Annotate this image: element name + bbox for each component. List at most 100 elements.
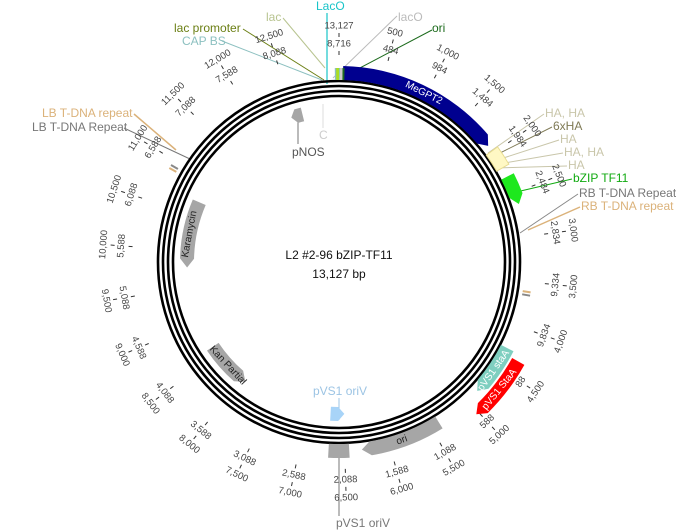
feature-ori[interactable] — [361, 416, 443, 456]
tick-mark — [130, 295, 135, 298]
tick-label: 12,500 — [254, 27, 285, 46]
t-dna-repeat-mark[interactable] — [170, 164, 179, 170]
callout-lb-repeat[interactable]: LB T-DNA repeat — [42, 106, 133, 120]
feature-bzip-tf11[interactable] — [501, 173, 523, 204]
tick-label: 2,484 — [532, 169, 551, 195]
callout-c[interactable]: C — [319, 128, 328, 142]
tick-label: 7,088 — [174, 95, 199, 120]
tick-label: 5,088 — [117, 285, 132, 310]
tick-mark — [522, 129, 527, 133]
callout-6xha[interactable]: 6xHA — [553, 119, 583, 133]
backbone-ring — [171, 94, 507, 430]
tick-label: 6,088 — [123, 182, 141, 208]
tick-mark — [169, 385, 174, 390]
callout-laco-right[interactable]: lacO — [398, 10, 423, 24]
tick-label: 1,484 — [470, 86, 495, 110]
tick-label: 9,334 — [549, 272, 562, 297]
tick-mark — [144, 343, 149, 346]
tick-label: 8,500 — [139, 391, 162, 417]
callout-rb-repeat[interactable]: RB T-DNA repeat — [581, 199, 674, 213]
feature-karamycin[interactable] — [180, 199, 206, 268]
feature-pnos[interactable] — [291, 107, 305, 123]
backbone-ring — [166, 89, 512, 435]
tick-label: 500 — [386, 26, 404, 40]
tick-mark — [239, 464, 242, 469]
feature-pvs1-staa[interactable] — [477, 344, 514, 391]
feature-pvs1-oriv[interactable] — [330, 406, 345, 421]
tick-label: 1,588 — [384, 464, 410, 481]
tick-mark — [474, 102, 479, 107]
callout-lac[interactable]: lac — [266, 10, 282, 24]
feature-kan-partial[interactable] — [206, 342, 246, 382]
tick-label: 1,000 — [435, 42, 461, 63]
callout-rb-repeat-cap[interactable]: RB T-DNA Repeat — [579, 186, 676, 200]
tick-mark — [128, 350, 133, 353]
feature-pvs1-staa[interactable] — [476, 358, 525, 415]
tick-label: 5,588 — [115, 234, 128, 259]
tick-mark — [113, 298, 118, 301]
callout-laco[interactable]: LacO — [316, 0, 345, 13]
tick-label: 6,000 — [389, 481, 415, 498]
tick-label: 3,000 — [566, 218, 580, 243]
callout-ha-ha-2[interactable]: HA, HA — [564, 145, 605, 159]
t-dna-repeat-mark[interactable] — [168, 167, 177, 173]
callout-pvs1-oriv-inner[interactable]: pVS1 oriV — [313, 384, 368, 398]
tick-label: 4,500 — [525, 379, 547, 405]
callout-lb-repeat-cap[interactable]: LB T-DNA Repeat — [32, 120, 128, 134]
plasmid-length: 13,127 bp — [312, 267, 366, 281]
tick-label: 7,500 — [224, 465, 250, 485]
tick-mark — [561, 230, 566, 233]
tick-label: 1,088 — [432, 442, 458, 463]
callout-ha-2[interactable]: HA — [568, 158, 585, 172]
backbone-ring — [161, 84, 517, 440]
tick-label: 3,500 — [567, 274, 580, 299]
tick-mark — [294, 464, 297, 469]
tick-mark — [247, 448, 250, 453]
backbone-ring — [156, 79, 522, 445]
tick-mark — [442, 58, 445, 63]
tick-mark — [533, 331, 538, 334]
feature-6xha[interactable] — [485, 146, 510, 172]
tick-mark — [448, 458, 452, 463]
callout-lac-promoter[interactable]: lac promoter — [174, 21, 241, 35]
tick-label: 984 — [430, 60, 449, 77]
tick-label: 13,127 — [324, 21, 353, 32]
feature-label-kan-partial: Kan Partial — [207, 344, 248, 387]
tick-mark — [159, 150, 164, 154]
tick-mark — [526, 385, 531, 389]
tick-mark — [507, 140, 512, 144]
tick-mark — [486, 89, 491, 93]
tick-mark — [190, 111, 194, 116]
tick-mark — [439, 442, 443, 447]
tick-mark — [193, 435, 197, 440]
tick-label: 9,834 — [535, 322, 553, 348]
tick-mark — [220, 65, 224, 70]
callout-pnos[interactable]: pNOS — [292, 145, 325, 159]
tick-label: 7,588 — [214, 64, 240, 86]
callout-ha-1[interactable]: HA — [560, 132, 577, 146]
callout-pvs1-oriv-outer[interactable]: pVS1 oriV — [336, 516, 391, 530]
tick-label: 8,000 — [177, 433, 202, 457]
tick-label: 8,088 — [262, 45, 288, 63]
tick-mark — [177, 98, 182, 103]
tick-label: 9,000 — [112, 342, 131, 368]
feature-label-ori: ori — [395, 433, 409, 447]
callout-ha-ha-1[interactable]: HA, HA — [545, 106, 586, 120]
tick-label: 88 — [513, 375, 528, 390]
tick-mark — [276, 60, 279, 65]
callout-cap-bs[interactable]: CAP BS — [182, 34, 226, 48]
tick-mark — [270, 43, 273, 48]
tick-mark — [138, 196, 143, 199]
t-dna-repeat-mark[interactable] — [522, 290, 531, 294]
tick-label: 10,500 — [105, 174, 124, 205]
tick-label: 2,834 — [548, 220, 562, 245]
feature-megpt2[interactable] — [342, 66, 489, 146]
tick-mark — [544, 233, 549, 235]
feature-pvs1-oriv[interactable] — [328, 443, 350, 458]
tick-mark — [479, 413, 483, 417]
callout-bzip-tf11[interactable]: bZIP TF11 — [573, 171, 629, 185]
callout-ori[interactable]: ori — [432, 21, 446, 35]
tick-mark — [387, 56, 390, 62]
t-dna-repeat-mark[interactable] — [522, 293, 531, 297]
